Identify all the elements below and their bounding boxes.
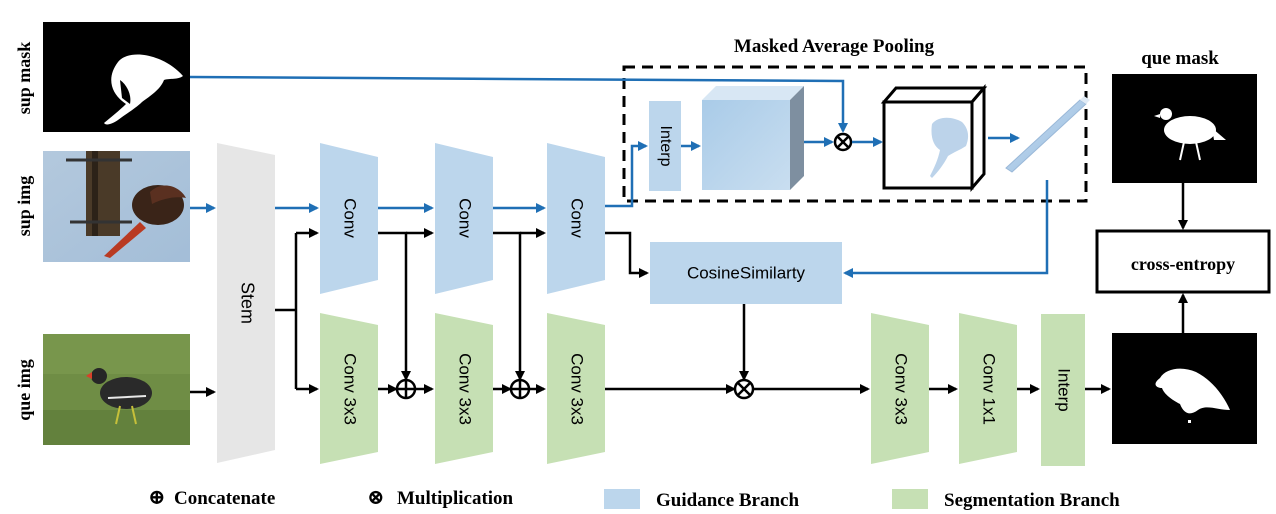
cosine-similarity-block: CosineSimilarty — [650, 242, 842, 304]
stem-label: Stem — [237, 282, 257, 324]
prototype-vector — [1005, 96, 1090, 173]
que-mask-pred-image — [1112, 333, 1257, 444]
seg-conv-4-label: Conv 3x3 — [892, 353, 911, 425]
sup-img-label: sup img — [14, 176, 34, 237]
legend-segmentation-swatch — [892, 489, 928, 509]
feature-cube — [702, 86, 804, 190]
legend: ⊕ Concatenate ⊗ Multiplication Guidance … — [148, 485, 1120, 511]
sup-mask-image — [43, 22, 190, 132]
seg-conv-3-label: Conv 3x3 — [568, 353, 587, 425]
legend-mult-symbol: ⊗ — [367, 485, 385, 509]
que-img-image — [43, 334, 190, 445]
que-img-label: que img — [14, 359, 34, 421]
concat-icon-1 — [395, 378, 417, 400]
que-mask-gt-image — [1112, 74, 1257, 183]
guidance-conv-3: Conv — [547, 143, 605, 294]
guidance-conv-3-label: Conv — [568, 198, 587, 238]
sup-img-image — [43, 151, 190, 262]
masked-feature-cube — [880, 83, 988, 193]
multiply-icon-main — [733, 378, 755, 400]
legend-mult-label: Multiplication — [397, 488, 514, 509]
pooling-dashed-box — [622, 65, 1088, 203]
guidance-conv-1: Conv — [320, 143, 378, 294]
black-connections — [190, 183, 1188, 397]
seg-interp-label: Interp — [1055, 368, 1074, 411]
guidance-conv-2-label: Conv — [456, 198, 475, 238]
pooling-title: Masked Average Pooling — [734, 36, 935, 57]
cross-entropy-label: cross-entropy — [1131, 254, 1235, 274]
seg-conv-4: Conv 3x3 — [871, 313, 929, 464]
stem-block: Stem — [217, 143, 275, 463]
cross-entropy-box: cross-entropy — [1095, 229, 1271, 294]
guidance-conv-1-label: Conv — [341, 198, 360, 238]
legend-segmentation-label: Segmentation Branch — [944, 490, 1120, 511]
seg-conv-3: Conv 3x3 — [547, 313, 605, 464]
guidance-conv-2: Conv — [435, 143, 493, 294]
seg-conv-5-label: Conv 1x1 — [980, 353, 999, 425]
map-interp-label: Interp — [657, 126, 674, 167]
legend-guidance-label: Guidance Branch — [656, 490, 799, 511]
blue-connections — [189, 75, 1049, 278]
cosine-similarity-label: CosineSimilarty — [687, 263, 806, 282]
map-interp: Interp — [649, 101, 681, 191]
seg-conv-5: Conv 1x1 — [959, 313, 1017, 464]
concat-icon-2 — [509, 378, 531, 400]
legend-concat-symbol: ⊕ — [148, 485, 166, 509]
seg-conv-1: Conv 3x3 — [320, 313, 378, 464]
sup-mask-label: sup mask — [14, 42, 34, 115]
seg-interp: Interp — [1041, 314, 1085, 466]
seg-conv-2-label: Conv 3x3 — [456, 353, 475, 425]
legend-guidance-swatch — [604, 489, 640, 509]
que-mask-label: que mask — [1141, 48, 1219, 69]
legend-concat-label: Concatenate — [174, 488, 275, 509]
pooling-multiply-icon — [833, 132, 853, 152]
seg-conv-1-label: Conv 3x3 — [341, 353, 360, 425]
seg-conv-2: Conv 3x3 — [435, 313, 493, 464]
